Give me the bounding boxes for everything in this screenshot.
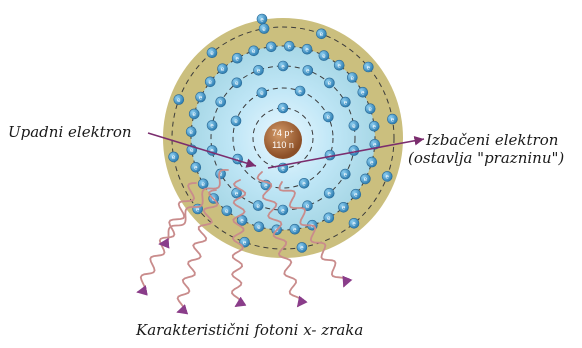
electron: e (169, 152, 179, 162)
electron: e (196, 92, 206, 102)
electron: e (284, 41, 294, 51)
electron: e (299, 178, 309, 188)
ejected-electron-label: Izbačeni elektron (426, 131, 558, 149)
electron: e (365, 104, 375, 114)
electron: e (324, 188, 334, 198)
electron: e (303, 65, 313, 75)
nucleus-protons: 74 p⁺ (272, 128, 295, 138)
electron: e (340, 97, 350, 107)
electron: e (319, 51, 329, 61)
electron: e (254, 65, 264, 75)
electron: e (253, 201, 263, 211)
electron: e (249, 46, 259, 56)
electron: e (360, 174, 370, 184)
photons-caption: Karakteristični fotoni x- zraka (136, 321, 363, 339)
electron: e (231, 116, 241, 126)
nucleus-neutrons: 110 n (272, 140, 294, 150)
electron: e (367, 157, 377, 167)
electron: e (278, 103, 288, 113)
ejected-electron-note: (ostavlja "prazninu") (408, 149, 564, 167)
electron: e (278, 61, 288, 71)
electron: e (295, 86, 305, 96)
electron: e (290, 224, 300, 234)
electron: e (363, 62, 373, 72)
electron: e (174, 95, 184, 105)
electron: e (207, 120, 217, 130)
electron: e (218, 64, 228, 74)
electron: e (387, 114, 397, 124)
nucleus: 74 p⁺ 110 n (264, 121, 302, 159)
electron: e (278, 205, 288, 215)
electron: e (369, 121, 379, 131)
electron: e (324, 213, 334, 223)
electron: e (339, 202, 349, 212)
electron: e (347, 73, 357, 83)
electron: e (302, 44, 312, 54)
electron: e (257, 88, 267, 98)
electron: e (189, 109, 199, 119)
electron: e (324, 78, 334, 88)
electron: e (297, 242, 307, 252)
electron: e (186, 127, 196, 137)
electron: e (232, 53, 242, 63)
electron: e (351, 189, 361, 199)
electron: e (340, 169, 350, 179)
electron: e (259, 24, 269, 34)
electron: e (232, 78, 242, 88)
electron: e (349, 121, 359, 131)
electron: e (358, 87, 368, 97)
electron: e (334, 60, 344, 70)
electron: e (216, 97, 226, 107)
electron: e (191, 162, 201, 172)
electron: e (323, 112, 333, 122)
electron: e (198, 179, 208, 189)
electron: e (382, 171, 392, 181)
electron: e (205, 77, 215, 87)
electron: e (222, 206, 232, 216)
free-electron: e (257, 14, 267, 24)
electron: e (349, 218, 359, 228)
electron: e (207, 48, 217, 58)
electron: e (316, 29, 326, 39)
incoming-electron-label: Upadni elektron (8, 123, 132, 141)
electron: e (254, 222, 264, 232)
electron: e (266, 42, 276, 52)
